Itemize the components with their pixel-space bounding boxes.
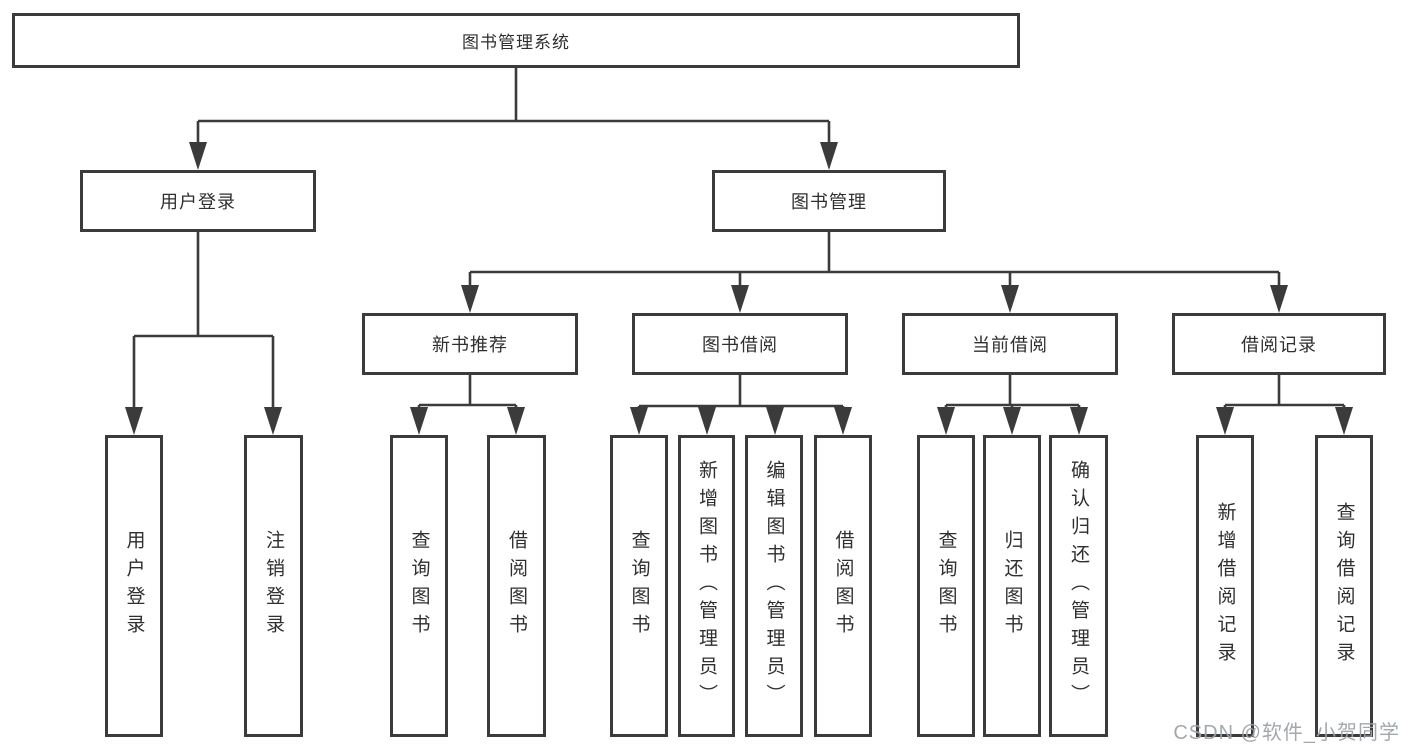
arrowhead — [937, 407, 955, 435]
leaf-confirm-return-admin: 确认归还（管理员） — [1049, 435, 1108, 737]
arrowhead — [698, 407, 716, 435]
leaf-query-borrow-record: 查询借阅记录 — [1315, 435, 1373, 737]
arrowhead — [507, 407, 525, 435]
arrowhead — [1216, 407, 1234, 435]
leaf-edit-book-admin: 编辑图书（管理员） — [745, 435, 803, 737]
arrowhead — [264, 407, 282, 435]
leaf-logout: 注销登录 — [244, 435, 303, 737]
arrowhead — [766, 407, 784, 435]
leaf-query-books-current: 查询图书 — [917, 435, 975, 737]
connector-root-to-level2 — [196, 68, 831, 150]
connector-book-borrowing-to-leaves — [637, 375, 845, 417]
leaf-borrow-books-borrowing: 借阅图书 — [814, 435, 872, 737]
arrowhead — [820, 142, 838, 170]
connector-user-login-to-leaves — [132, 232, 275, 415]
leaf-add-book-admin: 新增图书（管理员） — [678, 435, 735, 737]
arrowhead — [125, 407, 143, 435]
node-user-login: 用户登录 — [80, 170, 316, 232]
arrowhead — [1003, 407, 1021, 435]
arrowhead — [189, 142, 207, 170]
arrowhead — [630, 407, 648, 435]
connector-new-book-recommend-to-leaves — [417, 375, 518, 417]
arrowhead — [834, 407, 852, 435]
arrowhead — [1335, 407, 1353, 435]
leaf-user-login: 用户登录 — [105, 435, 163, 737]
arrowhead — [461, 285, 479, 313]
node-new-book-recommend: 新书推荐 — [362, 313, 578, 375]
leaf-return-book: 归还图书 — [983, 435, 1041, 737]
arrowhead — [1270, 285, 1288, 313]
node-book-management: 图书管理 — [712, 170, 946, 232]
leaf-query-books-borrowing: 查询图书 — [610, 435, 668, 737]
arrowhead — [410, 407, 428, 435]
arrowhead — [1070, 407, 1088, 435]
connector-borrowing-records-to-leaves — [1223, 375, 1346, 417]
node-book-borrowing: 图书借阅 — [632, 313, 848, 375]
connector-book-management-to-level3 — [468, 232, 1281, 295]
node-current-borrowing: 当前借阅 — [902, 313, 1118, 375]
leaf-add-borrow-record: 新增借阅记录 — [1196, 435, 1254, 737]
node-borrowing-records: 借阅记录 — [1172, 313, 1386, 375]
arrowhead — [731, 285, 749, 313]
leaf-borrow-books-recommend: 借阅图书 — [487, 435, 546, 737]
node-library-management-system: 图书管理系统 — [12, 13, 1020, 68]
leaf-query-books-recommend: 查询图书 — [390, 435, 448, 737]
arrowhead — [1001, 285, 1019, 313]
csdn-watermark: CSDN @软件_小贺同学 — [1173, 722, 1400, 744]
